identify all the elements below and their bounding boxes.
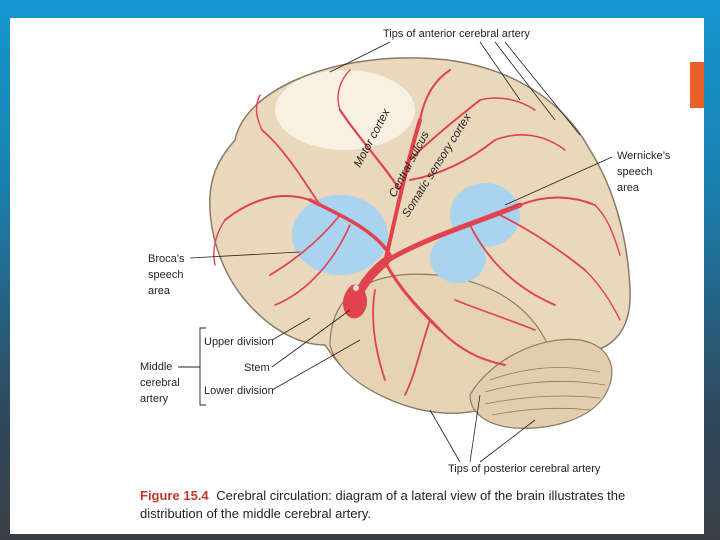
label-tips-anterior: Tips of anterior cerebral artery [383, 28, 530, 40]
label-upper-division: Upper division [204, 336, 274, 348]
accent-tab [690, 62, 704, 108]
figure-number: Figure 15.4 [140, 488, 209, 503]
cerebellum [469, 338, 613, 429]
wernicke-lower-area [430, 233, 486, 283]
cortex-highlight [275, 70, 415, 150]
label-lower-division: Lower division [204, 385, 274, 397]
label-middle-cerebral-artery: Middle cerebral artery [140, 361, 183, 405]
label-tips-posterior: Tips of posterior cerebral artery [448, 463, 601, 475]
mca-bracket [199, 327, 206, 406]
broca-area [292, 195, 388, 275]
leader-lines [189, 41, 613, 463]
label-broca: Broca’s speech area [148, 253, 188, 297]
label-stem: Stem [244, 362, 270, 374]
artery-stem-origin [342, 284, 368, 319]
figure-caption: Figure 15.4 Cerebral circulation: diagra… [140, 487, 680, 523]
cerebellum-folia [484, 367, 606, 416]
wernicke-area [450, 183, 520, 247]
label-wernicke: Wernicke’s speech area [617, 150, 673, 194]
caption-text: Cerebral circulation: diagram of a later… [140, 488, 626, 521]
